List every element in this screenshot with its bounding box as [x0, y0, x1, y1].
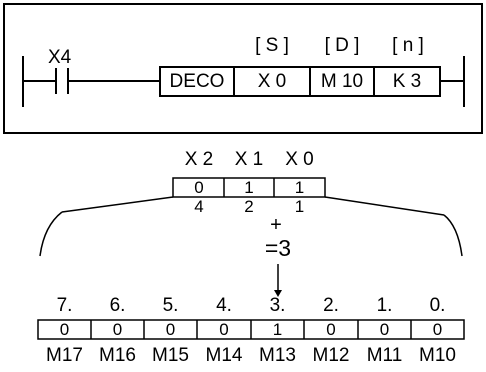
- operand-label-d: [ D ]: [324, 35, 360, 56]
- operand-label-s: [ S ]: [255, 35, 289, 56]
- arrow-head: [274, 290, 282, 297]
- source-input-label: X 1: [234, 149, 264, 170]
- destination-position: 7.: [56, 295, 73, 316]
- source-input-label: X 0: [285, 149, 314, 170]
- source-weight: 2: [244, 197, 254, 216]
- ladder-frame: [3, 3, 483, 134]
- operand-label-n: [ n ]: [392, 35, 424, 56]
- operand-count: K 3: [392, 71, 422, 92]
- bracket-right: [324, 196, 445, 216]
- operand-destination: M 10: [320, 71, 364, 92]
- destination-bit: 0: [165, 320, 176, 339]
- destination-position: 6.: [109, 295, 126, 316]
- source-weight: 4: [194, 197, 204, 216]
- destination-bit: 0: [432, 320, 443, 339]
- decoded-sum: =3: [264, 235, 292, 261]
- destination-bit: 0: [379, 320, 390, 339]
- source-bit: 1: [294, 178, 305, 197]
- plus-sign: +: [270, 214, 282, 236]
- destination-bit: 0: [326, 320, 336, 339]
- destination-device: M11: [366, 345, 403, 366]
- destination-device: M16: [99, 345, 136, 366]
- destination-device: M14: [205, 345, 243, 366]
- destination-position: 1.: [376, 295, 393, 316]
- destination-device: M17: [46, 345, 83, 366]
- destination-device: M15: [152, 345, 189, 366]
- destination-device: M10: [419, 345, 456, 366]
- destination-position: 5.: [162, 295, 179, 316]
- destination-device: M12: [312, 345, 350, 366]
- destination-device: M13: [259, 345, 296, 366]
- source-bit: 0: [194, 178, 204, 197]
- instruction-box: [159, 66, 441, 97]
- destination-position: 0.: [429, 295, 446, 316]
- destination-bit: 0: [112, 320, 123, 339]
- contact-label: X4: [48, 47, 72, 68]
- source-register: [172, 177, 326, 198]
- source-input-label: X 2: [184, 149, 214, 170]
- destination-position: 2.: [323, 295, 339, 316]
- destination-bit: 0: [59, 320, 70, 339]
- destination-position: 3.: [269, 295, 286, 316]
- destination-bit: 0: [219, 320, 229, 339]
- destination-bit: 1: [272, 320, 283, 339]
- instruction-name: DECO: [169, 71, 225, 92]
- source-bit: 1: [244, 178, 254, 197]
- source-weight: 1: [294, 197, 305, 216]
- operand-source: X 0: [257, 71, 287, 92]
- bracket-left: [61, 196, 174, 213]
- destination-position: 4.: [216, 295, 232, 316]
